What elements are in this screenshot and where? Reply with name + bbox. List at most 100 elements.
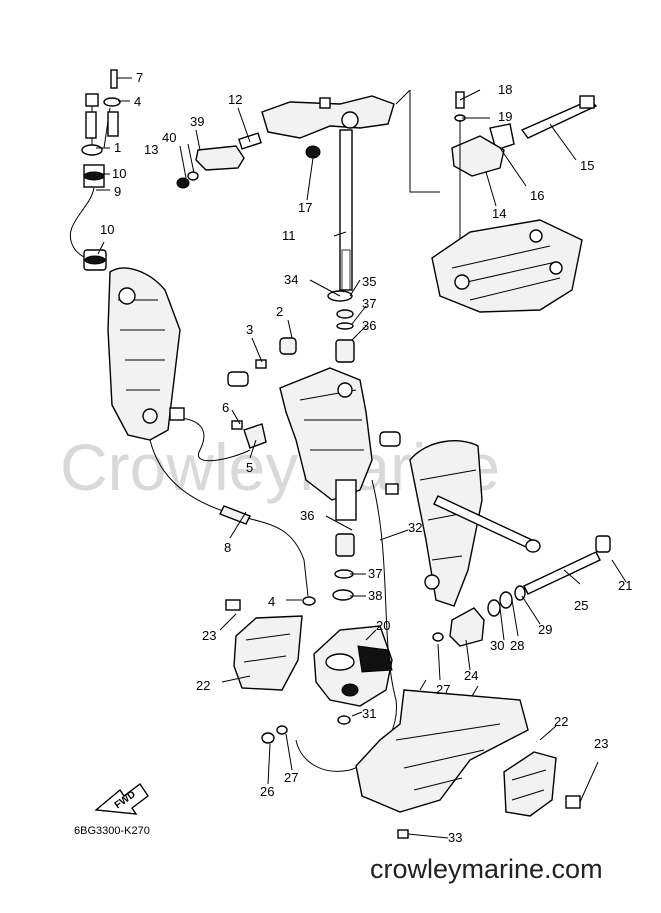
callout-23: 23 (202, 628, 216, 643)
grommet-lower-band (84, 255, 106, 265)
nut-21 (595, 535, 611, 553)
bracket-1 (81, 144, 103, 156)
callout-9: 9 (114, 184, 121, 199)
clamp-bracket-left (107, 267, 181, 441)
callout-20: 20 (376, 618, 390, 633)
fwd-arrow-icon: FWD (94, 782, 149, 815)
washer-28 (499, 591, 513, 609)
steering-arm (238, 95, 395, 150)
bolt-23-right (565, 795, 581, 809)
bushing-right (379, 431, 401, 447)
callout-27: 27 (436, 682, 450, 697)
callout-27b: 27 (284, 770, 298, 785)
mount-cover-22-left (233, 615, 303, 691)
grease-fitting (385, 483, 399, 495)
tilt-rod-end (525, 539, 541, 553)
nut-26 (261, 732, 275, 744)
callout-19: 19 (498, 109, 512, 124)
callout-26: 26 (260, 784, 274, 799)
clip-4 (103, 97, 121, 107)
callout-25: 25 (574, 598, 588, 613)
screw-33 (397, 829, 409, 839)
grommet-band (83, 171, 105, 181)
callout-40: 40 (162, 130, 176, 145)
callout-31: 31 (362, 706, 376, 721)
callout-2: 2 (276, 304, 283, 319)
callout-29: 29 (538, 622, 552, 637)
washer-27-right (432, 632, 444, 642)
o-ring-37 (336, 322, 354, 330)
callout-18: 18 (498, 82, 512, 97)
nut-13 (176, 177, 190, 189)
screw-3 (255, 359, 267, 369)
washer-30 (487, 599, 501, 617)
connector-cap (85, 93, 99, 107)
diagram-code: 6BG3300-K270 (74, 825, 150, 837)
callout-1: 1 (114, 140, 121, 155)
bolt-15-head (579, 95, 595, 109)
bolt-15 (520, 99, 598, 139)
leader-lines (96, 77, 627, 839)
callout-4: 4 (134, 94, 141, 109)
washer-38 (332, 589, 354, 601)
bolt-23-left (225, 599, 241, 611)
callout-39: 39 (190, 114, 204, 129)
callout-8: 8 (224, 540, 231, 555)
switch-body (85, 111, 97, 139)
washer-40 (187, 171, 199, 181)
cable-boot (219, 505, 251, 525)
clamp-bracket-right (409, 440, 483, 607)
bushing-left (227, 371, 249, 387)
callout-37b: 37 (368, 566, 382, 581)
callout-13: 13 (144, 142, 158, 157)
callout-10: 10 (112, 166, 126, 181)
callout-10b: 10 (100, 222, 114, 237)
callout-36: 36 (362, 318, 376, 333)
footer-url[interactable]: crowleymarine.com (370, 854, 603, 884)
holder-14 (451, 135, 505, 177)
callout-38: 38 (368, 588, 382, 603)
callout-34: 34 (284, 272, 298, 287)
callout-12: 12 (228, 92, 242, 107)
callout-17: 17 (298, 200, 312, 215)
bolt-25 (523, 551, 601, 595)
callout-33: 33 (448, 830, 462, 845)
callout-23b: 23 (594, 736, 608, 751)
callout-numbers: 7 4 1 10 9 10 12 39 40 13 17 11 18 19 15… (100, 70, 632, 845)
washer-27 (276, 725, 288, 735)
callout-15: 15 (580, 158, 594, 173)
bracket-39 (195, 145, 245, 171)
wire-32 (295, 479, 397, 772)
callout-4b: 4 (268, 594, 275, 609)
callout-35: 35 (362, 274, 376, 289)
clamp-4-lower (302, 596, 316, 606)
mount-cover-22-right (503, 751, 557, 817)
steering-shaft (339, 129, 353, 291)
lower-casing (355, 679, 529, 813)
callout-3: 3 (246, 322, 253, 337)
screw-7 (110, 69, 118, 89)
plate-16 (489, 123, 515, 151)
leader-lines-top (395, 89, 461, 250)
callout-24: 24 (464, 668, 478, 683)
lower-mount (313, 625, 393, 707)
callout-22: 22 (196, 678, 210, 693)
callout-32: 32 (408, 520, 422, 535)
callout-21: 21 (618, 578, 632, 593)
callout-36b: 36 (300, 508, 314, 523)
callout-6: 6 (222, 400, 229, 415)
hose-fitting (169, 407, 185, 421)
callout-37: 37 (362, 296, 376, 311)
upper-mount-plate (431, 219, 583, 313)
bushing-35 (336, 309, 354, 319)
screw-6 (231, 420, 243, 430)
bushing-36 (335, 339, 355, 363)
callout-14: 14 (492, 206, 506, 221)
switch-contact (107, 111, 119, 137)
callout-30: 30 (490, 638, 504, 653)
callout-16: 16 (530, 188, 544, 203)
callout-28: 28 (510, 638, 524, 653)
clip-31 (337, 715, 351, 725)
bushing-36-lower (335, 533, 355, 557)
